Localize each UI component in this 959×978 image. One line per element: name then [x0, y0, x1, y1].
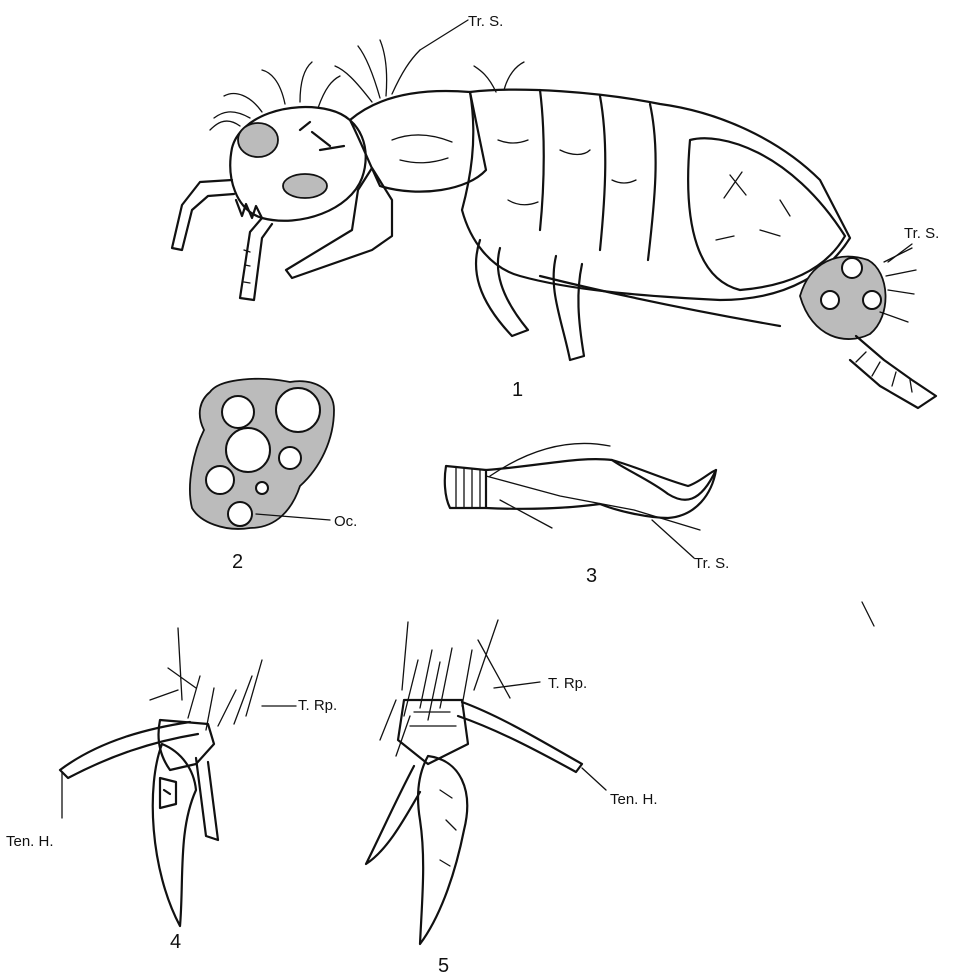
fig4-number: 4	[170, 931, 181, 953]
fig5-label-trp: T. Rp.	[548, 675, 587, 692]
fig4-label-trp: T. Rp.	[298, 697, 337, 714]
fig2-label: Oc.	[334, 513, 357, 530]
fig5-trp-leader	[494, 682, 540, 688]
figure-3-claw: Tr. S. 3	[445, 443, 729, 587]
figure-1-larva: Tr. S. Tr. S. 1	[172, 13, 939, 408]
fig5-label-ten: Ten. H.	[610, 791, 658, 808]
fig5-claw-outer	[366, 766, 420, 864]
larva-pronotum	[350, 91, 486, 192]
larva-head-setae	[210, 62, 340, 130]
fig5-ten-leader	[582, 768, 606, 790]
larva-antenna-1	[172, 180, 234, 250]
fig5-tarsus	[398, 700, 468, 764]
fig4-claw	[153, 744, 196, 926]
larva-thorax-abdomen	[462, 90, 850, 300]
fig4-spur	[196, 758, 218, 840]
fig5-claw-inner	[418, 756, 467, 944]
figure-4-tarsal-claw: T. Rp. Ten. H. 4	[6, 628, 337, 953]
fig5-tendon	[458, 702, 582, 772]
figure-5-tarsal-claw: T. Rp. Ten. H. 5	[366, 620, 658, 977]
larva-leg-3	[554, 256, 584, 360]
fig4-label-ten: Ten. H.	[6, 833, 54, 850]
fig2-number: 2	[232, 551, 243, 573]
larva-eye-lower	[283, 174, 327, 198]
tr-s-leader-tail	[888, 244, 912, 262]
fig1-number: 1	[512, 379, 523, 401]
fig4-tendon	[60, 722, 198, 778]
larva-antenna-2	[240, 218, 272, 300]
fig1-label-top: Tr. S.	[468, 13, 503, 30]
fig5-number: 5	[438, 955, 449, 977]
fig1-label-tail: Tr. S.	[904, 225, 939, 242]
figure-2-ocelli: Oc. 2	[190, 379, 357, 573]
stray-mark	[862, 602, 874, 626]
tergal-setae-top	[335, 40, 524, 102]
fig4-setae	[150, 628, 262, 730]
larva-eye-upper	[238, 123, 278, 157]
tr-s-leader-top	[420, 20, 468, 50]
claw-hook	[486, 459, 716, 518]
larva-leg-2	[476, 240, 528, 336]
fig3-number: 3	[586, 565, 597, 587]
fig3-label: Tr. S.	[694, 555, 729, 572]
larva-anal-proleg	[850, 336, 936, 408]
tergal-setae-tail	[880, 248, 916, 322]
